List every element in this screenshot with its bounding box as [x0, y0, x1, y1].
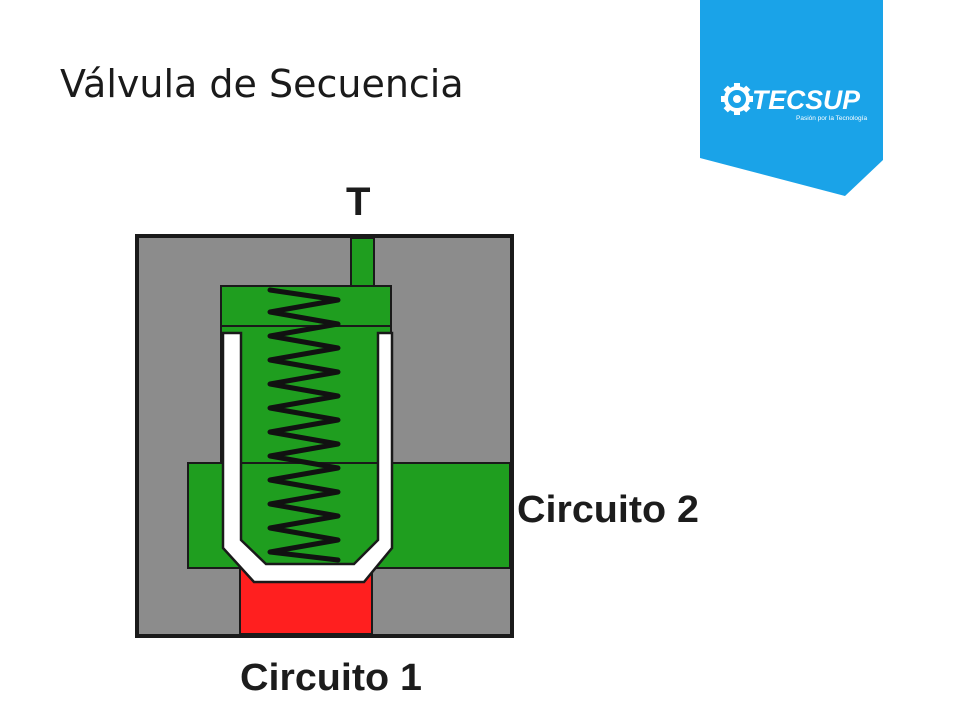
circuit1-label: Circuito 1	[240, 657, 422, 699]
spring-chamber-lower	[220, 325, 392, 467]
valve-spool	[221, 331, 394, 584]
slide-title: Válvula de Secuencia	[60, 62, 464, 106]
valve-spring	[267, 287, 341, 563]
tank-label: T	[346, 180, 370, 224]
circuit2-label: Circuito 2	[517, 489, 699, 531]
